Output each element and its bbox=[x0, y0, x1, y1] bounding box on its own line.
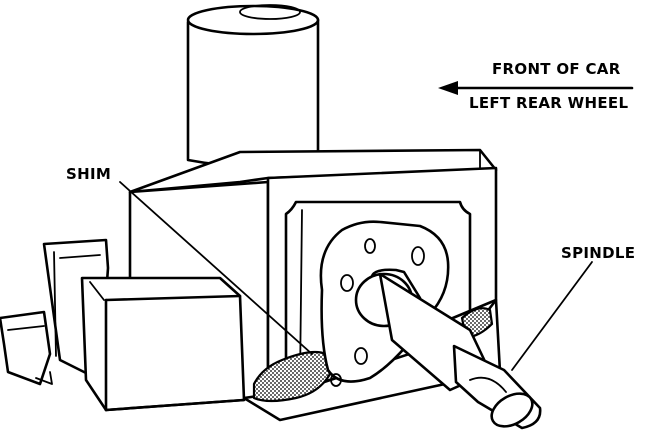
leader-lines bbox=[119, 81, 634, 371]
shim-label: SHIM bbox=[66, 165, 112, 183]
front-arrow-head bbox=[438, 81, 458, 95]
shim-leader-line bbox=[119, 181, 313, 355]
left-rear-wheel-label: LEFT REAR WHEEL bbox=[469, 94, 629, 112]
axle-tube bbox=[186, 4, 320, 168]
left-bracket bbox=[0, 238, 246, 412]
spindle-label: SPINDLE bbox=[561, 244, 636, 262]
spindle bbox=[354, 268, 542, 430]
spindle-leader-line bbox=[511, 261, 593, 371]
front-of-car-label: FRONT OF CAR bbox=[492, 60, 621, 78]
